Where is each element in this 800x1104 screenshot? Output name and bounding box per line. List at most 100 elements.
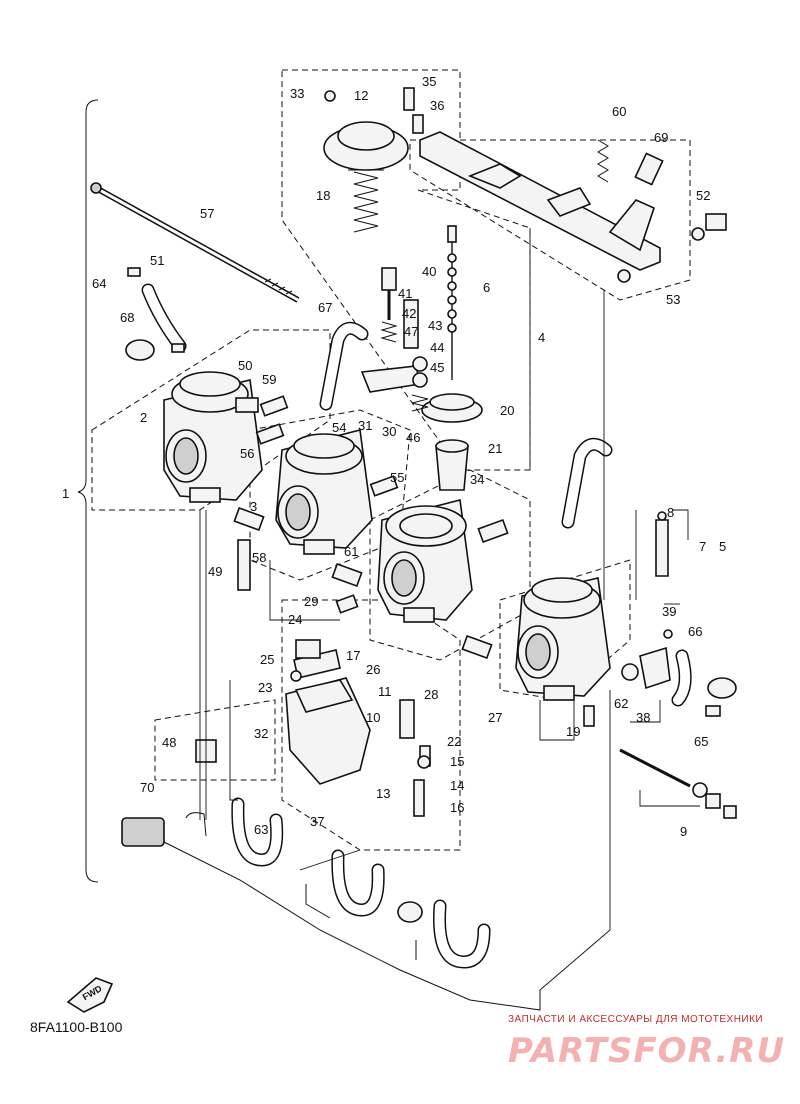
callout-56: 56: [240, 446, 254, 461]
callout-layer: 2 3 4 5 6 7 8 9 10 11 12 13 14 15 16 17 …: [92, 74, 726, 839]
callout-11: 11: [378, 684, 392, 699]
throttle-sensor-harness: [121, 510, 541, 1011]
callout-34: 34: [470, 472, 484, 487]
hoses: [141, 283, 692, 969]
bracket-line: [77, 99, 99, 883]
callout-37: 37: [310, 814, 324, 829]
callout-32: 32: [254, 726, 268, 741]
callout-68: 68: [120, 310, 134, 325]
carb3-group-outline: [369, 469, 531, 661]
callout-33: 33: [290, 86, 304, 101]
callout-60: 60: [612, 104, 626, 119]
watermark: ЗАПЧАСТИ И АКСЕССУАРЫ ДЛЯ МОТОТЕХНИКИ PA…: [508, 1014, 785, 1071]
sensor-70: [121, 817, 165, 847]
callout-43: 43: [428, 318, 442, 333]
top-cover-group-outline: [281, 69, 531, 471]
callout-24: 24: [288, 612, 302, 627]
callout-25: 25: [260, 652, 274, 667]
callout-3: 3: [250, 499, 257, 514]
spring-60: [597, 139, 609, 183]
carburetor-4: [515, 577, 611, 701]
callout-26: 26: [366, 662, 380, 677]
callout-27: 27: [488, 710, 502, 725]
callout-38: 38: [636, 710, 650, 725]
top-cover-assembly: [323, 87, 424, 233]
callout-42: 42: [402, 306, 416, 321]
callout-54: 54: [332, 420, 346, 435]
callout-20: 20: [500, 403, 514, 418]
right-side-parts: [583, 511, 737, 819]
carburetor-1: [163, 371, 263, 503]
callout-48: 48: [162, 735, 176, 750]
screw-35: [403, 87, 415, 111]
callout-61: 61: [344, 544, 358, 559]
float-bowl-group-outline: [281, 599, 461, 851]
drawing-code: 8FA1100-B100: [30, 1019, 123, 1035]
watermark-brand: PARTSFOR.RU: [508, 1031, 785, 1071]
callout-4: 4: [538, 330, 545, 345]
callout-18: 18: [316, 188, 330, 203]
callout-69: 69: [654, 130, 668, 145]
callout-58: 58: [252, 550, 266, 565]
callout-16: 16: [450, 800, 464, 815]
callout-65: 65: [694, 734, 708, 749]
callout-30: 30: [382, 424, 396, 439]
callout-36: 36: [430, 98, 444, 113]
callout-50: 50: [238, 358, 252, 373]
clamps: [125, 267, 737, 923]
carburetor-2: [275, 429, 373, 555]
callout-35: 35: [422, 74, 436, 89]
callout-2: 2: [140, 410, 147, 425]
float-bowl: [195, 539, 431, 817]
callout-59: 59: [262, 372, 276, 387]
callout-15: 15: [450, 754, 464, 769]
callout-66: 66: [688, 624, 702, 639]
callout-52: 52: [696, 188, 710, 203]
callout-28: 28: [424, 687, 438, 702]
callout-22: 22: [447, 734, 461, 749]
spring-18: [353, 171, 379, 233]
callout-29: 29: [304, 594, 318, 609]
forward-arrow: FWD: [66, 977, 114, 1013]
callout-14: 14: [450, 778, 464, 793]
callout-19: 19: [566, 724, 580, 739]
callout-51: 51: [150, 253, 164, 268]
callout-46: 46: [406, 430, 420, 445]
callout-40: 40: [422, 264, 436, 279]
linkage-bar: [419, 131, 727, 283]
callout-70: 70: [140, 780, 154, 795]
bracket-label: 1: [62, 486, 69, 501]
carb2-group-outline: [249, 409, 411, 581]
screw-52: [705, 213, 727, 231]
callout-5: 5: [719, 539, 726, 554]
callout-8: 8: [667, 505, 674, 520]
callout-10: 10: [366, 710, 380, 725]
callout-44: 44: [430, 340, 444, 355]
callout-9: 9: [680, 824, 687, 839]
callout-31: 31: [358, 418, 372, 433]
callout-41: 41: [398, 286, 412, 301]
callout-57: 57: [200, 206, 214, 221]
callout-12: 12: [354, 88, 368, 103]
callout-55: 55: [390, 470, 404, 485]
screw-33: [324, 90, 336, 102]
callout-53: 53: [666, 292, 680, 307]
callout-13: 13: [376, 786, 390, 801]
pin-36: [412, 114, 424, 134]
callout-6: 6: [483, 280, 490, 295]
callout-45: 45: [430, 360, 444, 375]
throttle-cable-holder: [639, 646, 671, 690]
carb1-group-outline: [91, 329, 331, 511]
callout-64: 64: [92, 276, 106, 291]
callout-7: 7: [699, 539, 706, 554]
fuel-pipe-group-outline: [154, 699, 276, 781]
callout-49: 49: [208, 564, 222, 579]
callout-39: 39: [662, 604, 676, 619]
sleeve-69: [634, 152, 664, 186]
carburetor-3: [377, 499, 473, 623]
assembly-bracket: 1: [62, 99, 99, 883]
callout-47: 47: [404, 324, 418, 339]
callout-67: 67: [318, 300, 332, 315]
